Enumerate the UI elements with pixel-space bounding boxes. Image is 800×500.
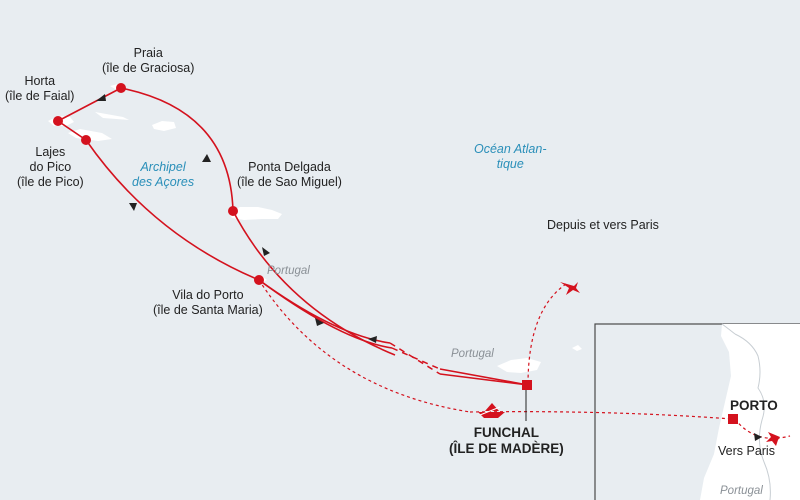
- inset-border-north: [721, 323, 736, 335]
- label-portugal-azores: Portugal: [267, 265, 310, 277]
- island-terceira: [152, 121, 176, 131]
- route-madeira-approach-1: [439, 368, 529, 386]
- route-dashed-b: [389, 342, 441, 375]
- label-portugal-madeira: Portugal: [451, 348, 494, 360]
- port-square-icon: [522, 380, 532, 390]
- island-sao-jorge: [95, 112, 129, 120]
- route-horta-pico: [57, 120, 87, 141]
- route-funchal-ponta: [232, 210, 396, 356]
- route-ponta-praia: [120, 87, 234, 212]
- direction-arrow-icon: [754, 433, 762, 441]
- port-square-icon: [728, 414, 738, 424]
- inset-border: [734, 333, 771, 500]
- stop-marker-icon: [116, 83, 126, 93]
- label-ponta-delgada: Ponta Delgada(île de Sao Miguel): [237, 160, 342, 189]
- direction-arrow-icon: [315, 318, 324, 326]
- direction-arrow-icon: [202, 154, 211, 162]
- label-depuis-paris: Depuis et vers Paris: [547, 218, 659, 232]
- direction-arrow-icon: [129, 203, 137, 211]
- label-vila-do-porto: Vila do Porto(île de Santa Maria): [153, 288, 263, 317]
- route-praia-horta: [57, 87, 122, 122]
- island-sao-miguel: [228, 207, 282, 220]
- stop-marker-icon: [228, 206, 238, 216]
- label-portugal-mainland: Portugal: [720, 485, 763, 497]
- label-porto: PORTO: [730, 398, 778, 413]
- plane-icon: [766, 432, 780, 446]
- island-porto-santo: [572, 345, 582, 351]
- label-ocean: Océan Atlan-tique: [474, 142, 547, 171]
- stop-marker-icon: [254, 275, 264, 285]
- route-vila-funchal-b: [258, 279, 391, 344]
- route-dashed-a: [391, 347, 441, 370]
- direction-arrow-icon: [262, 247, 270, 256]
- plane-icon: [560, 282, 580, 295]
- label-vers-paris: Vers Paris: [718, 444, 775, 458]
- stop-marker-icon: [81, 135, 91, 145]
- route-sea-vila-funchal: [258, 279, 471, 413]
- direction-arrow-icon: [368, 336, 377, 343]
- route-air-porto-paris: [734, 418, 791, 439]
- route-sea-funchal-porto: [469, 411, 733, 420]
- island-pico: [68, 129, 112, 141]
- inset-portugal-land: [700, 324, 800, 500]
- label-praia: Praia(île de Graciosa): [102, 46, 195, 75]
- island-madeira: [497, 358, 541, 373]
- ship-icon: [478, 403, 505, 418]
- route-madeira-approach-2: [439, 373, 529, 386]
- label-funchal: FUNCHAL(ÎLE DE MADÈRE): [449, 425, 564, 456]
- direction-arrow-icon: [96, 94, 106, 101]
- stop-marker-icon: [53, 116, 63, 126]
- route-pico-vila: [85, 139, 260, 281]
- route-air-paris-funchal: [527, 283, 567, 386]
- label-horta: Horta(île de Faial): [5, 74, 75, 103]
